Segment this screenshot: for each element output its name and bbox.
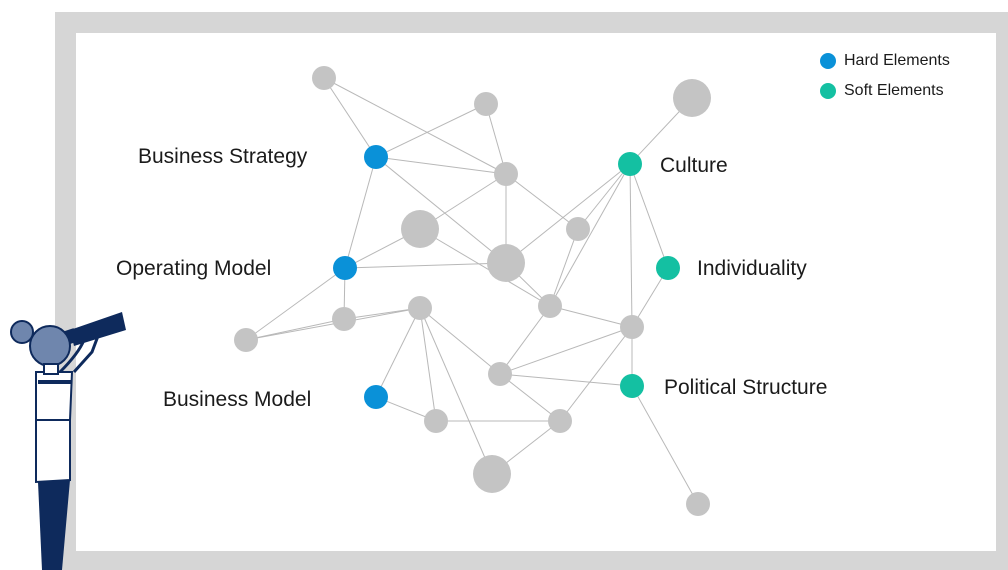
node-in xyxy=(656,256,680,280)
legend-soft-label: Soft Elements xyxy=(844,82,944,99)
node-om xyxy=(333,256,357,280)
node-n9 xyxy=(538,294,562,318)
edge-group xyxy=(245,77,699,505)
hair-bun xyxy=(10,320,34,344)
node-n7 xyxy=(487,244,525,282)
node-ps xyxy=(620,374,644,398)
node-n4 xyxy=(494,162,518,186)
node-n15 xyxy=(548,409,572,433)
edge-cu-in xyxy=(629,163,669,269)
edge-bs-om xyxy=(344,156,377,269)
node-cu xyxy=(618,152,642,176)
edge-bs-n7 xyxy=(375,156,507,264)
legend-hard-dot xyxy=(820,53,836,69)
edge-n9-n13 xyxy=(499,305,551,375)
edge-cu-n7 xyxy=(505,163,631,264)
node-bs xyxy=(364,145,388,169)
node-group xyxy=(234,66,711,516)
edge-n13-ps xyxy=(499,373,633,387)
label-individuality: Individuality xyxy=(697,257,807,280)
legend-soft: Soft Elements xyxy=(820,82,944,100)
edge-om-n10 xyxy=(245,267,346,341)
edge-cu-n12 xyxy=(629,163,633,328)
edge-bm-n11 xyxy=(375,307,421,398)
edge-n1-bs xyxy=(323,77,377,158)
edge-n2-bs xyxy=(375,103,487,158)
edge-n6-n9 xyxy=(549,228,579,307)
edge-n12-n13 xyxy=(499,326,633,375)
node-n12 xyxy=(620,315,644,339)
legend-hard: Hard Elements xyxy=(820,52,950,70)
label-culture: Culture xyxy=(660,154,728,177)
edge-n15-n12 xyxy=(559,326,633,422)
edge-n2-n4 xyxy=(485,103,507,175)
node-n14 xyxy=(424,409,448,433)
node-n17 xyxy=(686,492,710,516)
node-n8 xyxy=(332,307,356,331)
node-n13 xyxy=(488,362,512,386)
edge-cu-n9 xyxy=(549,163,631,307)
node-n2 xyxy=(474,92,498,116)
node-n10 xyxy=(234,328,258,352)
edge-n11-n13 xyxy=(419,307,501,375)
edge-n11-n14 xyxy=(419,307,437,422)
edge-n11-n16 xyxy=(419,307,493,475)
label-business-model: Business Model xyxy=(163,388,312,411)
edge-cu-n6 xyxy=(577,163,631,230)
node-n3 xyxy=(673,79,711,117)
edge-bs-n4 xyxy=(375,156,507,175)
node-n16 xyxy=(473,455,511,493)
legend-soft-dot xyxy=(820,83,836,99)
edge-n4-n6 xyxy=(505,173,579,230)
head xyxy=(29,325,71,367)
edge-n10-n11 xyxy=(245,307,421,341)
node-n5 xyxy=(401,210,439,248)
legend-hard-label: Hard Elements xyxy=(844,52,950,69)
edge-n1-n4 xyxy=(323,77,507,175)
node-bm xyxy=(364,385,388,409)
edge-n13-n15 xyxy=(499,373,561,422)
label-business-strategy: Business Strategy xyxy=(138,145,308,168)
edge-n5-n9 xyxy=(419,228,551,307)
node-n6 xyxy=(566,217,590,241)
label-political-structure: Political Structure xyxy=(664,376,828,399)
node-n1 xyxy=(312,66,336,90)
edge-ps-n17 xyxy=(631,385,699,505)
label-operating-model: Operating Model xyxy=(116,257,272,280)
person-with-telescope-illustration xyxy=(10,312,126,570)
node-n11 xyxy=(408,296,432,320)
edge-n9-n12 xyxy=(549,305,633,328)
